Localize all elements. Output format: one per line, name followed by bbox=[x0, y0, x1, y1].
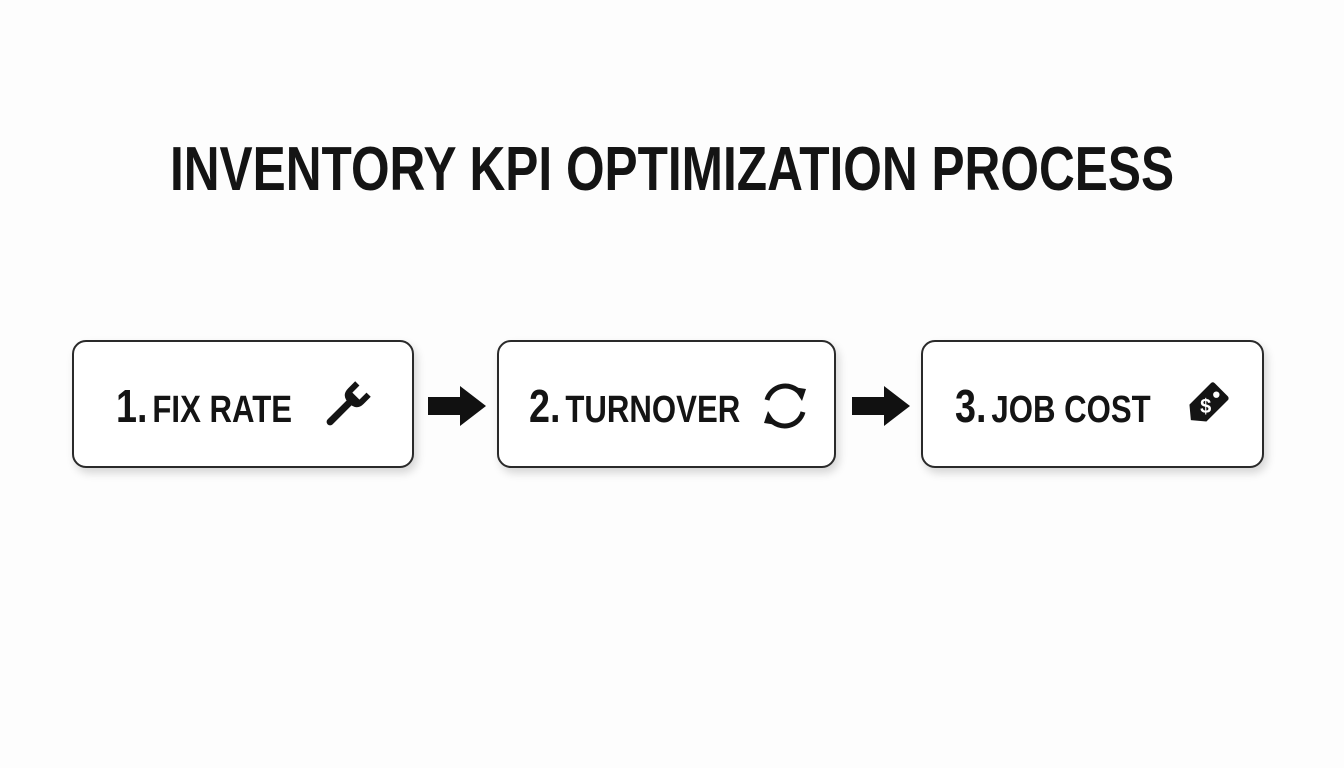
step-label-job-cost: 3.JOB COST bbox=[955, 376, 1151, 436]
arrow-right-icon bbox=[852, 386, 910, 426]
step-number: 2. bbox=[529, 380, 561, 432]
svg-text:$: $ bbox=[1200, 396, 1211, 418]
price-tag-icon: $ bbox=[1189, 382, 1229, 422]
refresh-icon bbox=[764, 383, 806, 429]
step-label-turnover: 2.TURNOVER bbox=[529, 376, 740, 436]
step-label-fix-rate: 1.FIX RATE bbox=[116, 376, 292, 436]
wrench-icon bbox=[326, 381, 371, 426]
step-number: 3. bbox=[955, 380, 987, 432]
step-text: FIX RATE bbox=[152, 389, 293, 431]
step-box-turnover: 2.TURNOVER bbox=[497, 340, 836, 468]
step-box-fix-rate: 1.FIX RATE bbox=[72, 340, 414, 468]
step-text: TURNOVER bbox=[565, 389, 741, 431]
diagram-title: INVENTORY KPI OPTIMIZATION PROCESS bbox=[169, 135, 1175, 204]
step-text: JOB COST bbox=[991, 389, 1151, 431]
step-number: 1. bbox=[116, 380, 148, 432]
arrow-right-icon bbox=[428, 386, 486, 426]
step-box-job-cost: 3.JOB COST $ bbox=[921, 340, 1264, 468]
